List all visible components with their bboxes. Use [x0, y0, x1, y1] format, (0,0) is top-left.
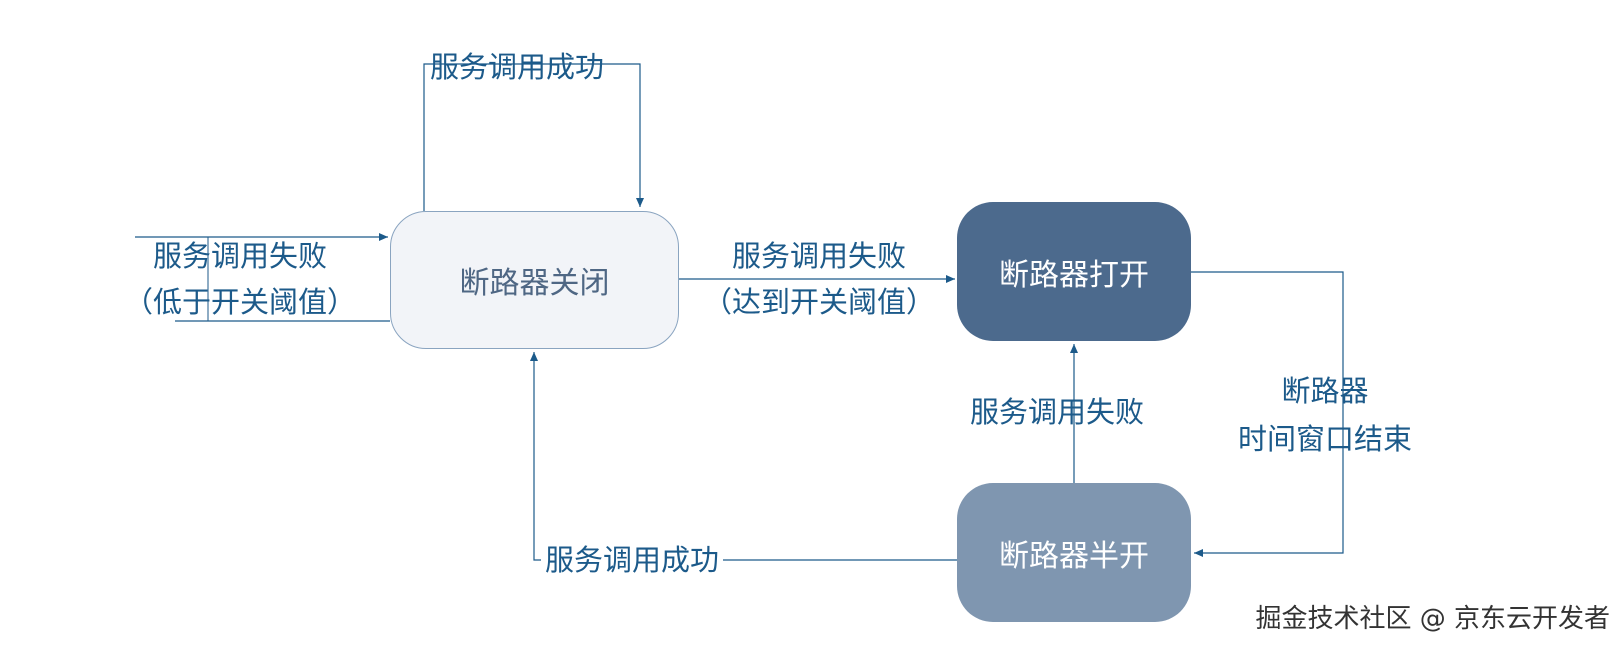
node-half-open-label: 断路器半开 — [999, 538, 1149, 574]
edge-label-line: 断路器 — [1281, 374, 1369, 408]
edge-open-to-half — [1191, 271, 1344, 557]
edge-label-text: 服务调用成功 — [430, 50, 605, 84]
edge-label-half-to-open: 服务调用失败 — [970, 392, 1144, 432]
edge-label-closed-to-open: 服务调用失败 （达到开关阈值） — [703, 233, 935, 325]
node-closed: 断路器关闭 — [390, 211, 679, 349]
edge-label-into-closed: 服务调用失败 （低于开关阈值） — [124, 233, 356, 325]
edge-label-open-to-half: 断路器 时间窗口结束 — [1238, 367, 1412, 463]
edge-label-line: 时间窗口结束 — [1238, 422, 1413, 456]
edge-label-closed-self-loop: 服务调用成功 — [430, 47, 604, 87]
edge-label-text: 服务调用失败 — [970, 395, 1145, 429]
node-half-open: 断路器半开 — [957, 483, 1191, 622]
edge-label-text: 服务调用成功 — [545, 543, 720, 577]
edge-closed-self-loop — [423, 63, 644, 211]
node-closed-label: 断路器关闭 — [459, 266, 610, 301]
edge-label-line: 服务调用失败 — [732, 239, 907, 273]
node-open: 断路器打开 — [957, 202, 1191, 341]
edge-label-half-to-closed: 服务调用成功 — [541, 540, 724, 580]
watermark: 掘金技术社区 @ 京东云开发者 — [1255, 604, 1610, 634]
edge-label-line: 服务调用失败 — [153, 239, 328, 273]
edge-label-line: （达到开关阈值） — [703, 285, 936, 319]
node-open-label: 断路器打开 — [999, 257, 1149, 293]
edge-half-to-closed — [530, 352, 957, 561]
edge-label-line: （低于开关阈值） — [124, 285, 357, 319]
